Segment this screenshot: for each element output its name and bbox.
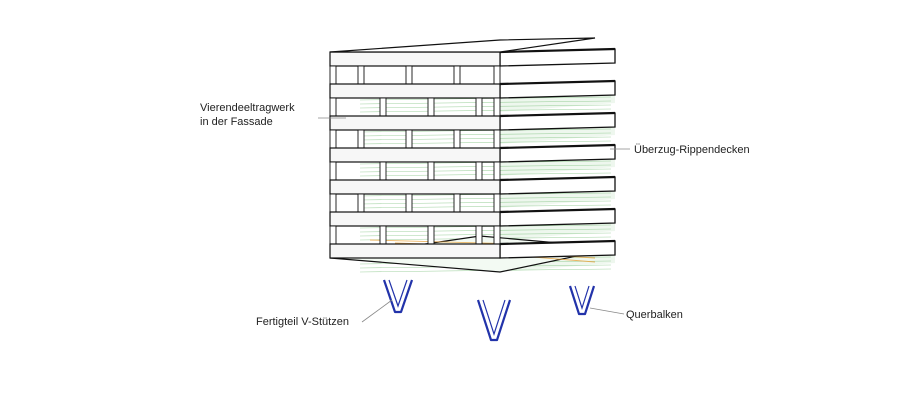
facade-post (453, 65, 461, 85)
facade-post (357, 65, 365, 85)
leader-line (589, 307, 625, 315)
slab-rib (359, 232, 612, 237)
facade-post (329, 65, 337, 85)
facade-post (427, 161, 435, 181)
label-v-columns: Fertigteil V-Stützen (256, 316, 349, 328)
facade-post (357, 193, 365, 213)
v-column-inner (574, 285, 590, 310)
facade-post (405, 129, 413, 149)
slab-rib (359, 108, 612, 113)
slab-rib (359, 228, 612, 233)
facade-post (493, 65, 501, 85)
facade-post (329, 97, 337, 117)
slab-rib (359, 200, 612, 205)
facade-band-edge (499, 143, 616, 150)
label-cross-beam: Querbalken (626, 309, 683, 321)
vierendeel-facade (329, 37, 616, 259)
v-column-inner (388, 279, 408, 308)
label-ribbed-slab: Überzug-Rippendecken (634, 144, 750, 156)
slab-rib (359, 196, 612, 201)
facade-band (329, 51, 501, 67)
facade-post (493, 225, 501, 245)
v-column (568, 285, 596, 316)
label-leader-lines (318, 117, 630, 323)
facade-post (475, 225, 483, 245)
facade-band (329, 211, 501, 227)
facade-post (475, 161, 483, 181)
facade-band (329, 83, 501, 99)
facade-post (453, 129, 461, 149)
v-column-inner (482, 299, 506, 336)
facade-post (427, 225, 435, 245)
slab-rib (359, 172, 612, 177)
leader-line (361, 299, 393, 323)
slab-rib (359, 164, 612, 169)
facade-band-edge (499, 175, 616, 182)
facade-post (493, 193, 501, 213)
facade-post (453, 193, 461, 213)
facade-band (329, 147, 501, 163)
facade-post (379, 225, 387, 245)
facade-post (379, 97, 387, 117)
facade-post (329, 225, 337, 245)
facade-post (357, 129, 365, 149)
facade-post (379, 161, 387, 181)
facade-post (405, 65, 413, 85)
facade-post (427, 97, 435, 117)
slab-rib (359, 136, 612, 141)
label-facade-line2: in der Fassade (200, 116, 273, 128)
v-column (476, 299, 512, 342)
slab-rib (359, 168, 612, 173)
facade-post (329, 129, 337, 149)
facade-post (329, 193, 337, 213)
facade-band (329, 179, 501, 195)
slab-rib (359, 204, 612, 209)
roof-edge (329, 37, 596, 53)
facade-post (493, 161, 501, 181)
label-facade-line1: Vierendeeltragwerk (200, 102, 295, 114)
facade-post (493, 97, 501, 117)
v-column (382, 279, 414, 314)
facade-post (405, 193, 413, 213)
facade-band-edge (499, 207, 616, 214)
facade-band-edge (499, 239, 616, 246)
slab-rib (359, 100, 612, 105)
facade-post (493, 129, 501, 149)
slab-rib (359, 140, 612, 145)
facade-post (329, 161, 337, 181)
facade-band-edge (499, 79, 616, 86)
facade-band (329, 115, 501, 131)
facade-band (329, 243, 501, 259)
facade-post (475, 97, 483, 117)
slab-rib (359, 132, 612, 137)
facade-band-edge (499, 111, 616, 118)
slab-rib (359, 104, 612, 109)
v-columns (382, 279, 596, 342)
facade-band-edge (499, 47, 616, 54)
